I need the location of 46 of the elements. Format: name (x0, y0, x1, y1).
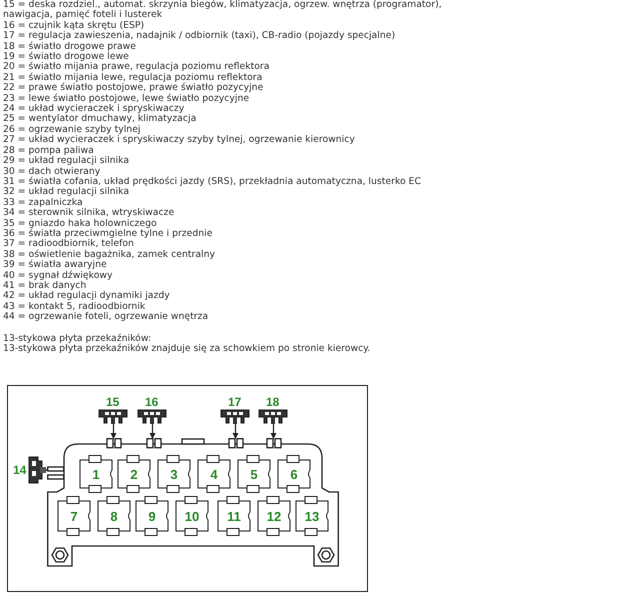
connector-plug (98, 396, 128, 425)
legend-entry: 22 = prawe światło postojowe, prawe światło pozycyjne (3, 83, 264, 94)
connector-number: 17 (228, 396, 242, 408)
connector-number: 18 (266, 396, 280, 408)
legend-entry: 31 = światła cofania, układ prędkości jazdy (SRS), przekładnia automatyczna, lusterko EC (3, 176, 422, 187)
arrow (270, 424, 276, 439)
legend-entry: 32 = układ regulacji silnika (3, 187, 130, 198)
legend-entry: 27 = układ wycieraczek i spryskiwaczy szyby tylnej, ogrzewanie kierownicy (3, 135, 356, 146)
legend-entry: 20 = światło mijania prawe, regulacja poziomu reflektora (3, 62, 270, 72)
legend-entry: 36 = światła przeciwmgielne tylne i przednie (3, 228, 214, 239)
legend-entry: 33 = zapalniczka (3, 198, 84, 208)
legend-entry: 38 = oświetlenie bagażnika, zamek centralny (3, 250, 216, 260)
legend-entry: 29 = układ regulacji silnika (3, 156, 130, 166)
legend-entry: 34 = sterownik silnika, wtryskiwacze (3, 208, 176, 219)
legend-entry: 19 = światło drogowe lewe (3, 52, 130, 62)
arrow (110, 424, 116, 439)
legend-entry: 28 = pompa paliwa (3, 146, 94, 156)
arrow (232, 424, 238, 439)
legend-entry: 18 = światło drogowe prawe (3, 42, 138, 52)
connector-number: 16 (145, 396, 158, 408)
legend-entry: 43 = kontakt 5, radioodbiornik (3, 302, 146, 312)
arrow (150, 424, 156, 439)
section-heading: 13-stykowa płyta przekaźników: (3, 334, 152, 344)
connector-plug (258, 396, 288, 425)
connector-plug (137, 396, 167, 425)
connector-number: 15 (106, 396, 120, 408)
legend-entry: 41 = brak danych (3, 280, 86, 291)
connector-plug (13, 456, 46, 484)
connector-number: 14 (13, 464, 26, 476)
legend-entry: 30 = dach otwierany (3, 166, 102, 176)
legend-entry: 26 = ogrzewanie szyby tylnej (3, 124, 142, 135)
note-text: 13-stykowa płyta przekaźników znajduje się za schowkiem po stronie kierowcy. (3, 344, 372, 354)
legend-entry: 37 = radioodbiornik, telefon (3, 239, 135, 250)
connector-plug (220, 396, 250, 425)
legend-entry: 42 = układ regulacji dynamiki jazdy (3, 291, 171, 302)
legend-entry: 35 = gniazdo haka holowniczego (3, 218, 158, 229)
legend-entry: 17 = regulacja zawieszenia, nadajnik / odbiornik (taxi), CB-radio (pojazdy specjalne) (3, 31, 396, 42)
legend-entry: 40 = sygnał dźwiękowy (3, 270, 114, 281)
legend-entry: 39 = światła awaryjne (3, 260, 108, 270)
legend-entry: 23 = lewe światło postojowe, lewe światło pozycyjne (3, 94, 250, 104)
legend-entry: 44 = ogrzewanie foteli, ogrzewanie wnętrza (3, 312, 210, 323)
relay-plate-drawing (47, 438, 339, 568)
legend-entry: 16 = czujnik kąta skrętu (ESP) (3, 20, 146, 31)
legend-entry: 21 = światło mijania lewe, regulacja poziomu reflektora (3, 72, 264, 83)
legend-entry: 24 = układ wycieraczek i spryskiwaczy (3, 104, 184, 114)
legend-entry: 25 = wentylator dmuchawy, klimatyzacja (3, 114, 198, 125)
